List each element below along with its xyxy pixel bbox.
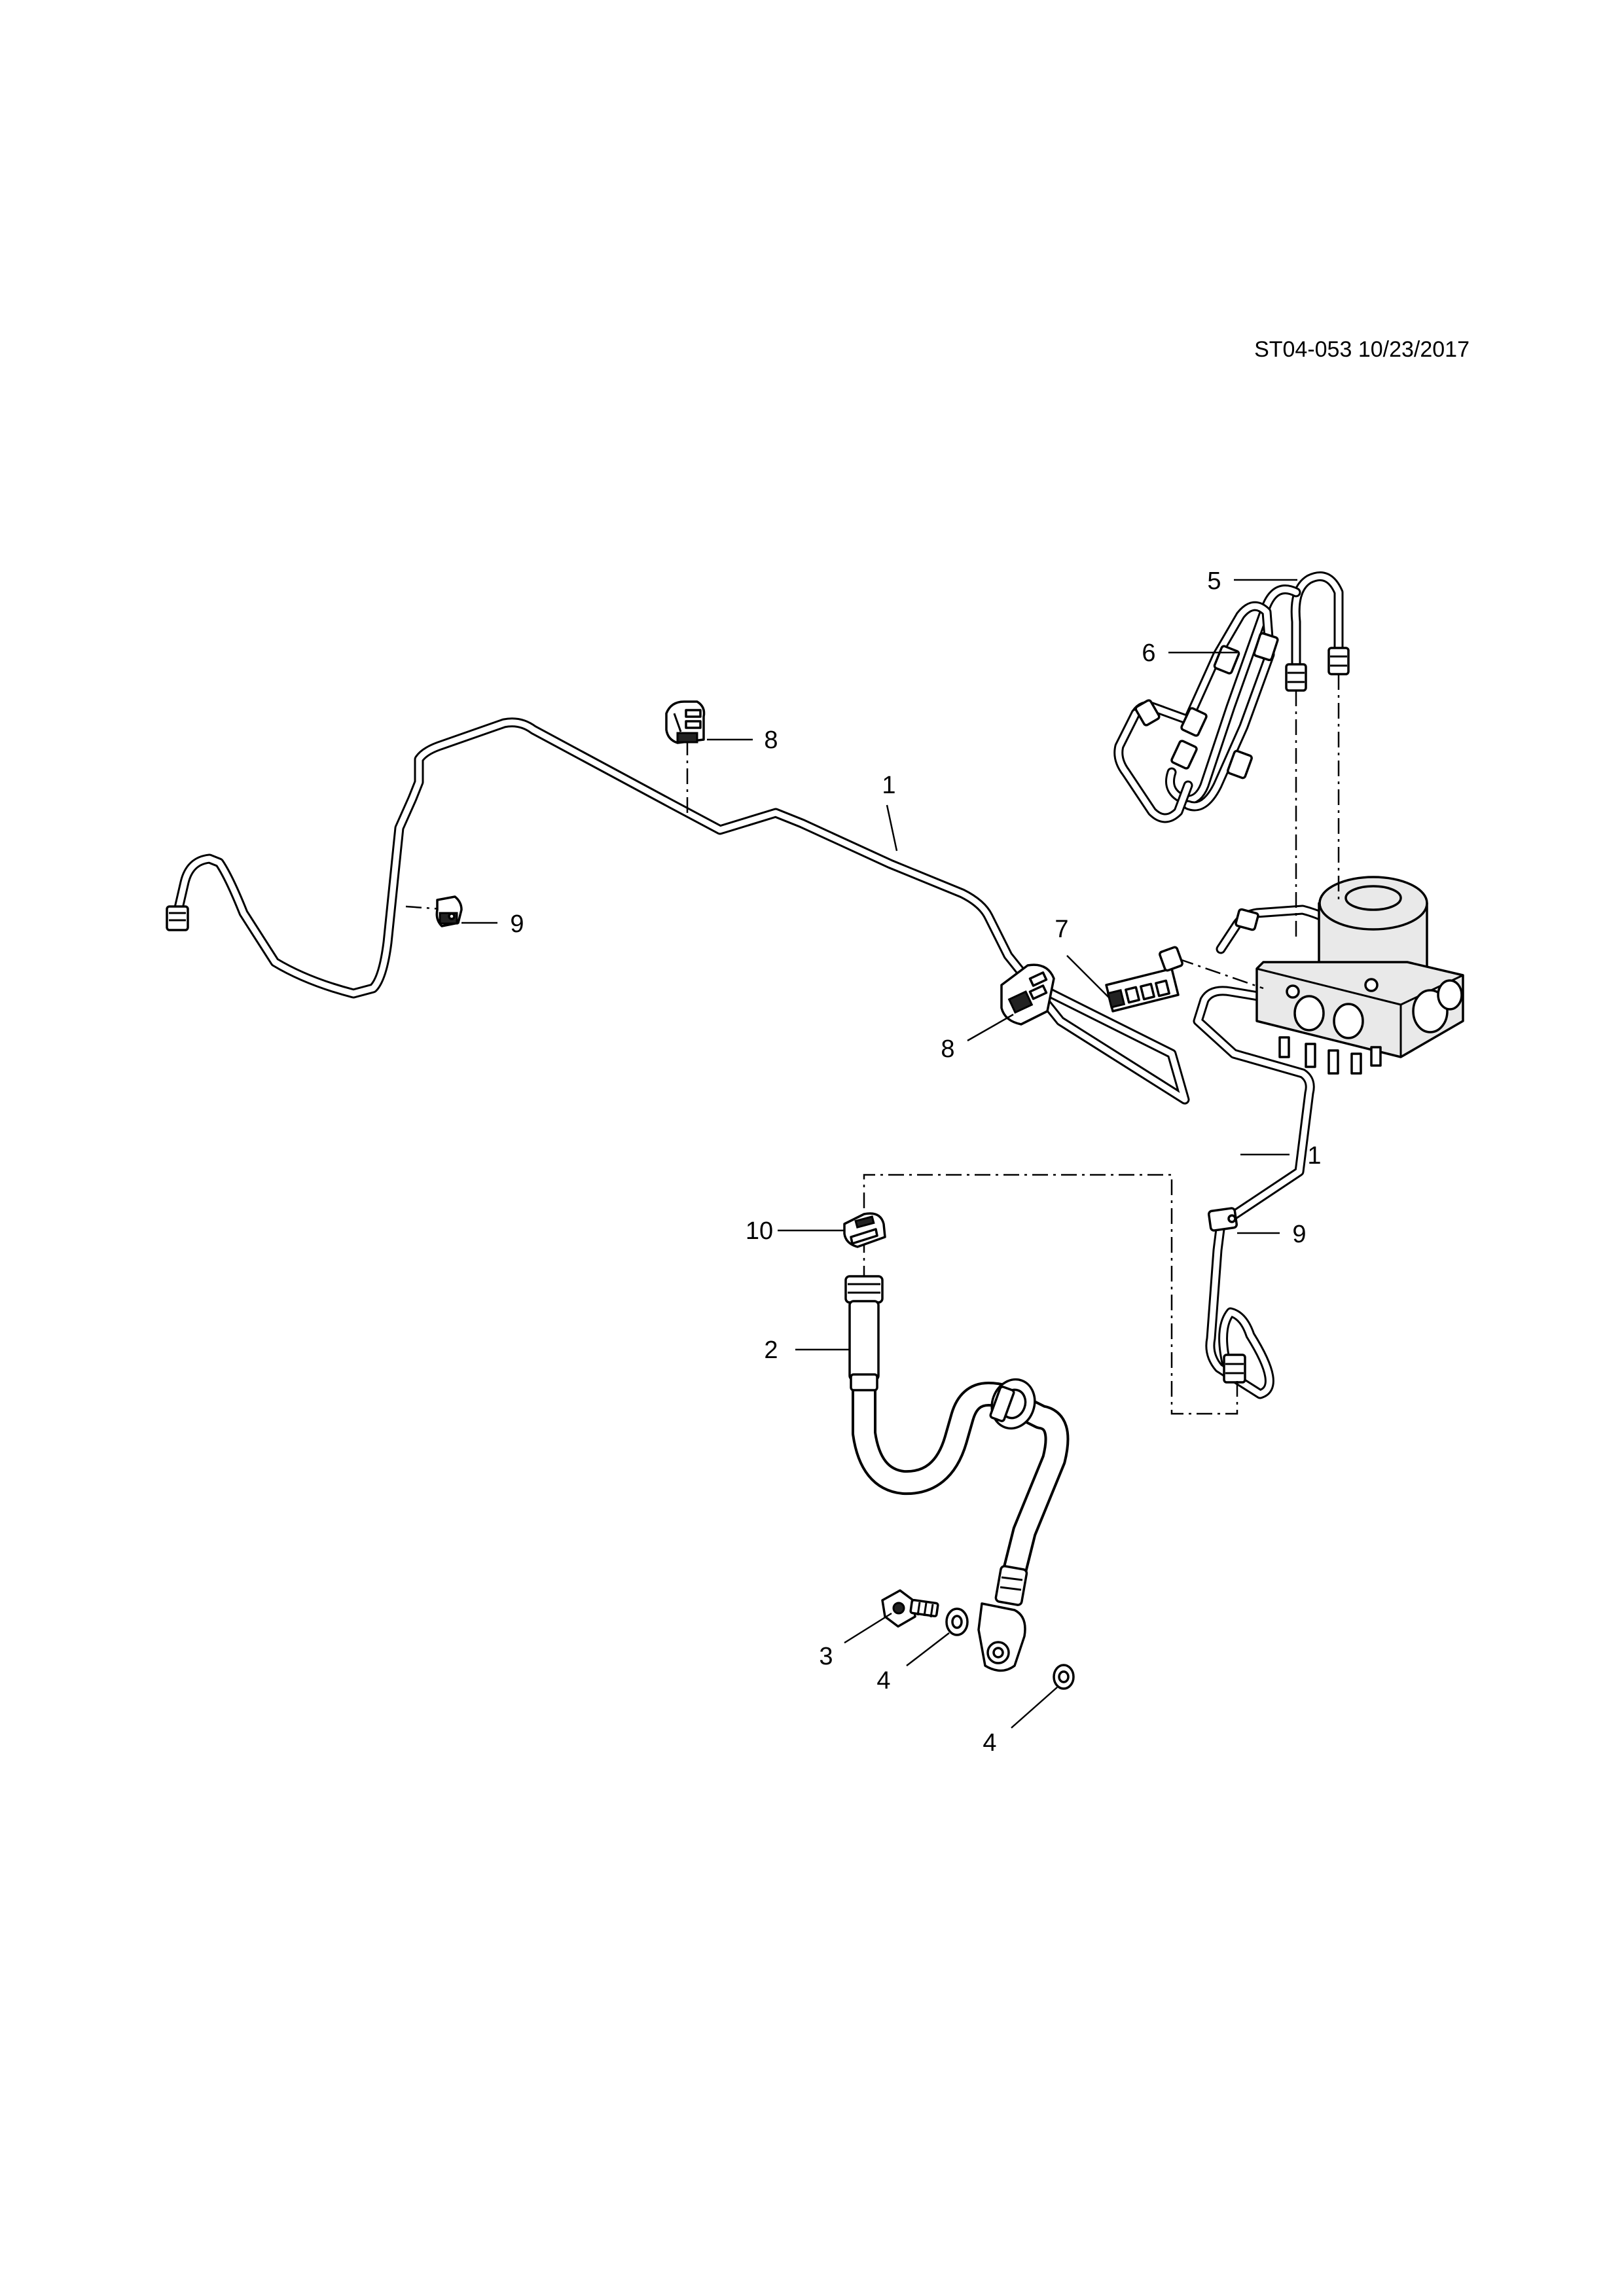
pipe-clip-8-lower [1000, 963, 1055, 1026]
banjo-bolt-3 [881, 1589, 939, 1628]
callout-3: 3 [819, 1643, 833, 1670]
callout-8: 8 [764, 726, 778, 754]
pipe-end-fitting-front [1223, 1354, 1246, 1384]
callout-5: 5 [1207, 567, 1221, 595]
brake-pipe-5 [1165, 571, 1344, 805]
drawing-code: ST04-053 10/23/2017 [1254, 337, 1470, 362]
pipe-clip-9-right [1208, 1207, 1238, 1232]
callout-9: 9 [510, 910, 524, 938]
callout-labels: 1 1 2 3 4 4 5 6 7 8 8 9 9 10 [510, 567, 1321, 1757]
callout-4: 4 [876, 1667, 890, 1695]
brake-pipe-main [171, 717, 1190, 1105]
callout-1: 1 [1307, 1142, 1321, 1170]
callout-6: 6 [1142, 639, 1155, 667]
assembly-lines [405, 674, 1340, 1415]
pipe-clip-7 [1105, 967, 1180, 1013]
callout-10: 10 [746, 1217, 773, 1245]
callout-9: 9 [1292, 1221, 1306, 1248]
leader-lines [461, 579, 1297, 1729]
pipe-clip-8-upper [665, 700, 706, 744]
abs-modulator-unit [1255, 876, 1464, 1075]
brake-pipe-front [1193, 905, 1347, 1399]
pipe-clip-9-left [435, 895, 463, 927]
pipe-end-fitting-left [166, 905, 189, 931]
callout-2: 2 [764, 1336, 778, 1364]
callout-4: 4 [983, 1729, 996, 1757]
abs-inlet-fitting [1159, 908, 1259, 972]
hose-clip-10 [843, 1212, 886, 1248]
sealing-washer-4-left [945, 1607, 969, 1636]
callout-1: 1 [882, 772, 895, 799]
pipe-fittings-5-6 [1134, 632, 1350, 780]
sealing-washer-4-right [1053, 1664, 1075, 1690]
brake-hose-2 [844, 1275, 1070, 1672]
callout-7: 7 [1055, 916, 1068, 943]
callout-8: 8 [941, 1035, 954, 1063]
